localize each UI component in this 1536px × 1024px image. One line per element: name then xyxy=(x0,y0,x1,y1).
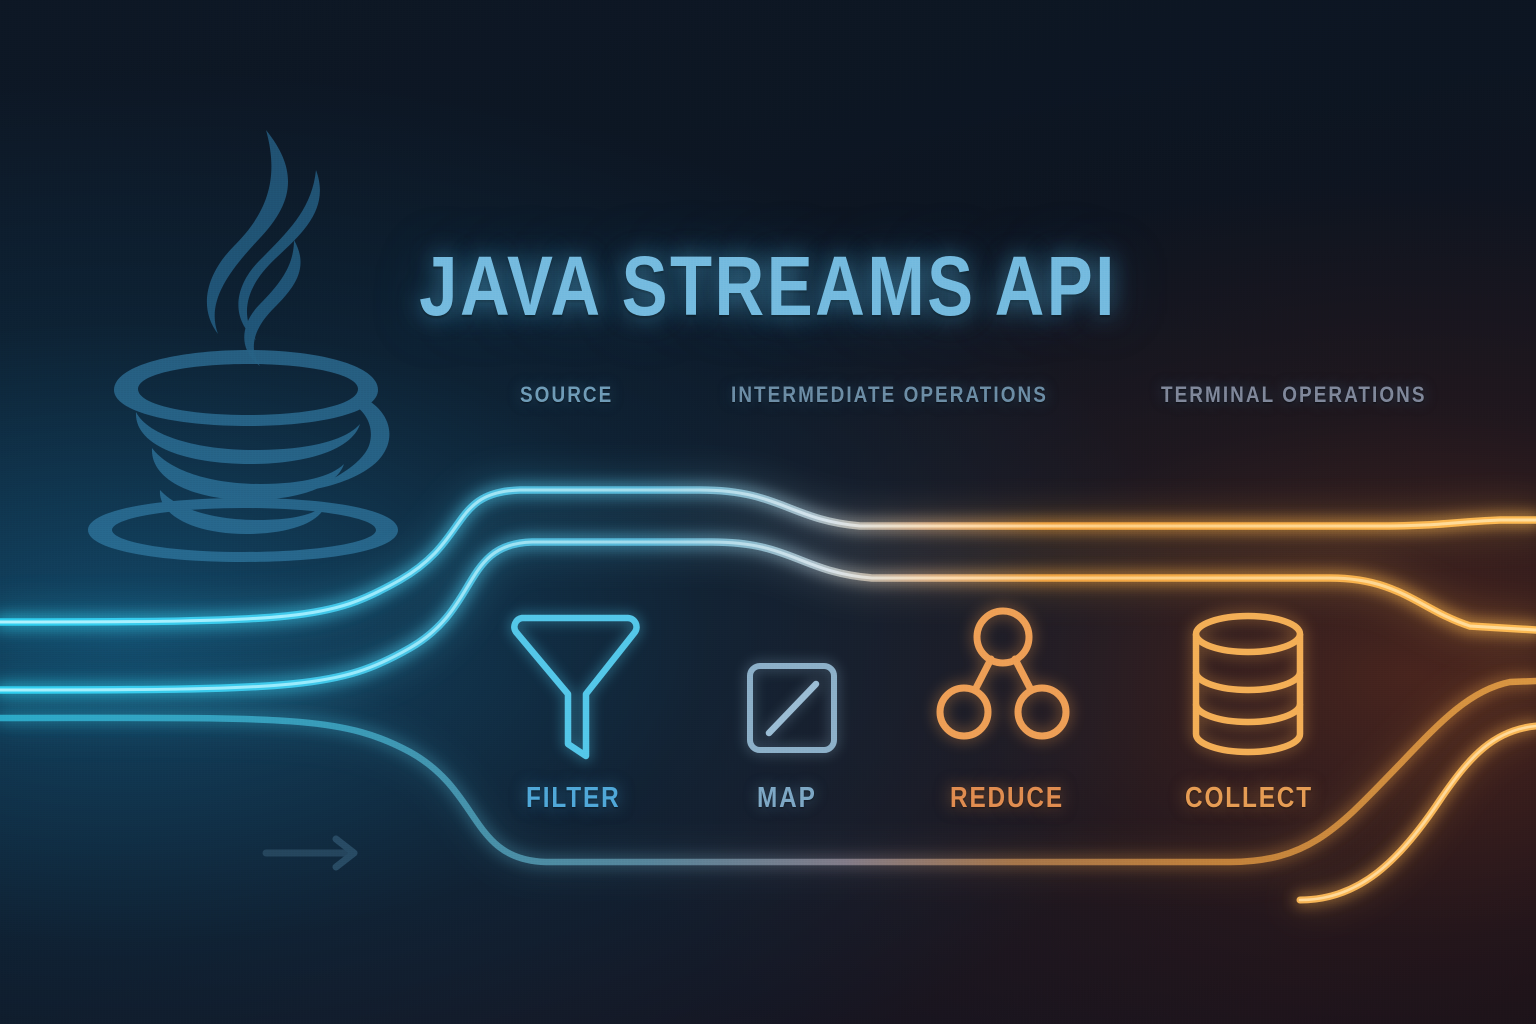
square-slash-icon xyxy=(744,660,840,756)
database-icon xyxy=(1190,610,1306,758)
stream-line-bottom xyxy=(0,670,1536,873)
stream-line-top xyxy=(0,477,1536,635)
tree-merge-icon xyxy=(934,605,1072,742)
stage-label-filter: FILTER xyxy=(526,782,621,814)
stage-label-map: MAP xyxy=(757,782,817,814)
section-label-source: SOURCE xyxy=(520,382,614,407)
page-title: JAVA STREAMS API xyxy=(419,239,1117,333)
section-label-terminal: TERMINAL OPERATIONS xyxy=(1161,382,1427,407)
stream-line-middle xyxy=(0,529,1536,703)
stage-label-reduce: REDUCE xyxy=(950,782,1064,814)
flow-direction-arrow-icon xyxy=(262,835,358,871)
funnel-icon xyxy=(508,612,643,762)
java-coffee-cup-logo xyxy=(88,130,398,562)
section-label-intermediate: INTERMEDIATE OPERATIONS xyxy=(731,382,1048,407)
stream-line-right-tail xyxy=(1290,716,1536,910)
stage-label-collect: COLLECT xyxy=(1185,782,1313,814)
